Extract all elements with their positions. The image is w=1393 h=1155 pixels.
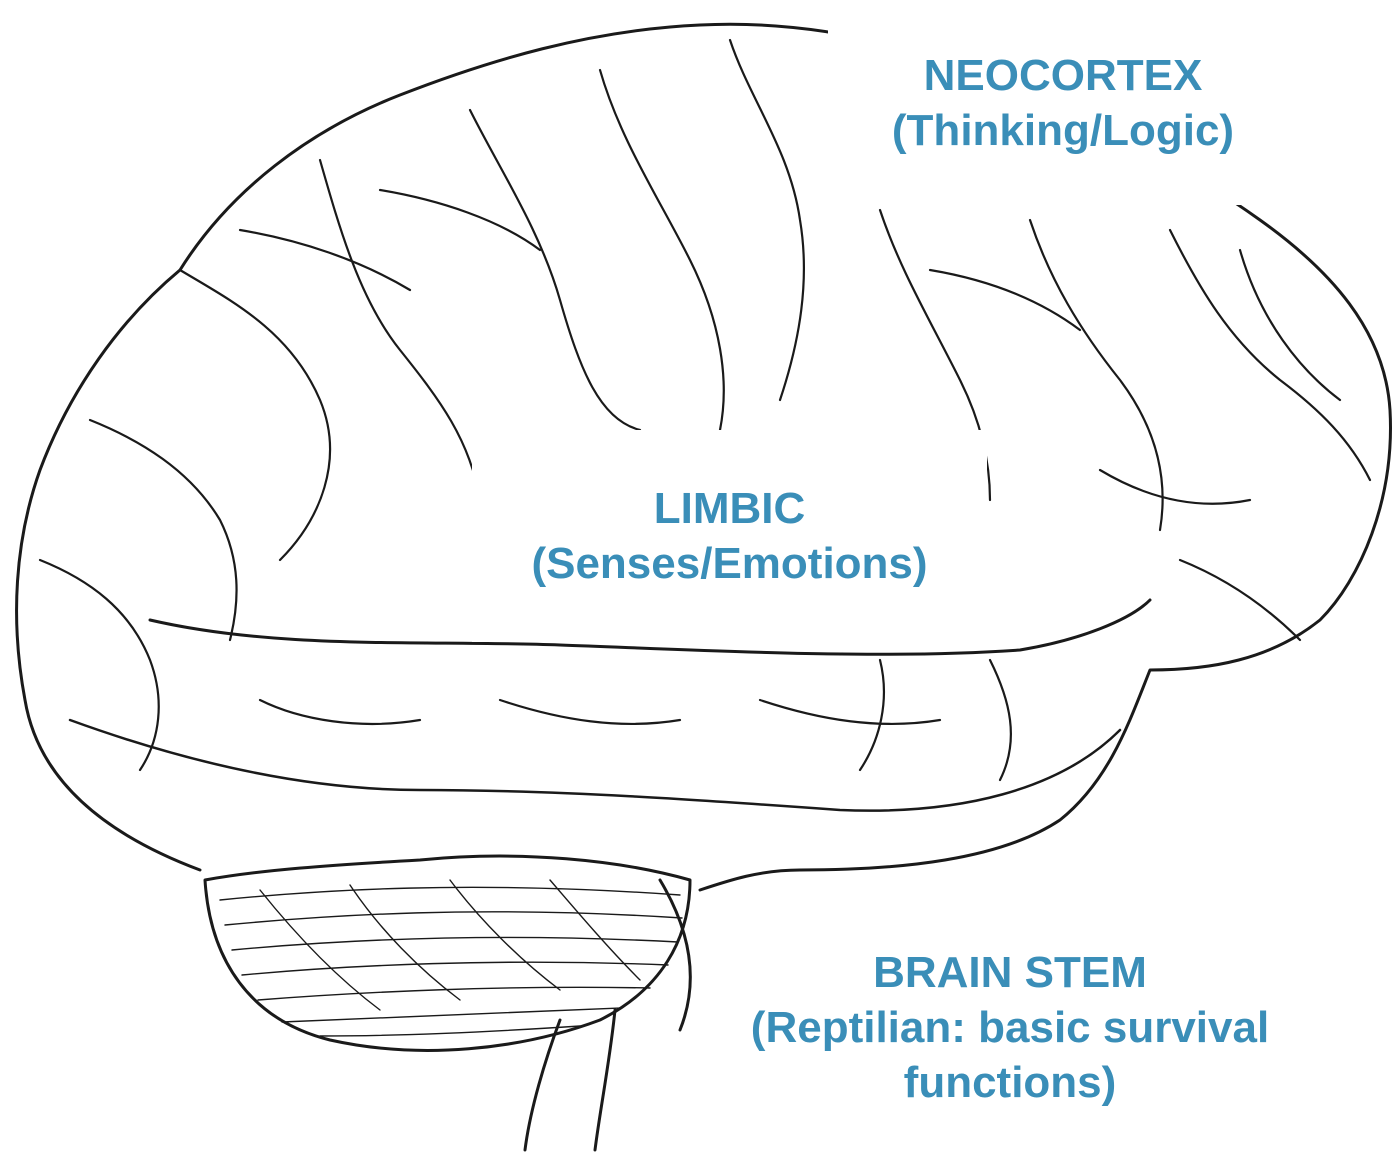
brain-stem-subtitle-line2: functions): [904, 1055, 1117, 1110]
temporal-lower: [70, 720, 1120, 811]
limbic-label: LIMBIC (Senses/Emotions): [472, 430, 987, 642]
cerebellum-outline: [205, 856, 690, 1050]
neocortex-label: NEOCORTEX (Thinking/Logic): [828, 0, 1298, 205]
neocortex-subtitle: (Thinking/Logic): [892, 103, 1234, 158]
neocortex-title: NEOCORTEX: [924, 48, 1203, 103]
brain-stem-subtitle-line1: (Reptilian: basic survival: [751, 1000, 1269, 1055]
limbic-subtitle: (Senses/Emotions): [531, 536, 927, 591]
brain-stem-label: BRAIN STEM (Reptilian: basic survival fu…: [700, 900, 1320, 1155]
brain-stem-title: BRAIN STEM: [873, 945, 1147, 1000]
limbic-title: LIMBIC: [654, 481, 806, 536]
